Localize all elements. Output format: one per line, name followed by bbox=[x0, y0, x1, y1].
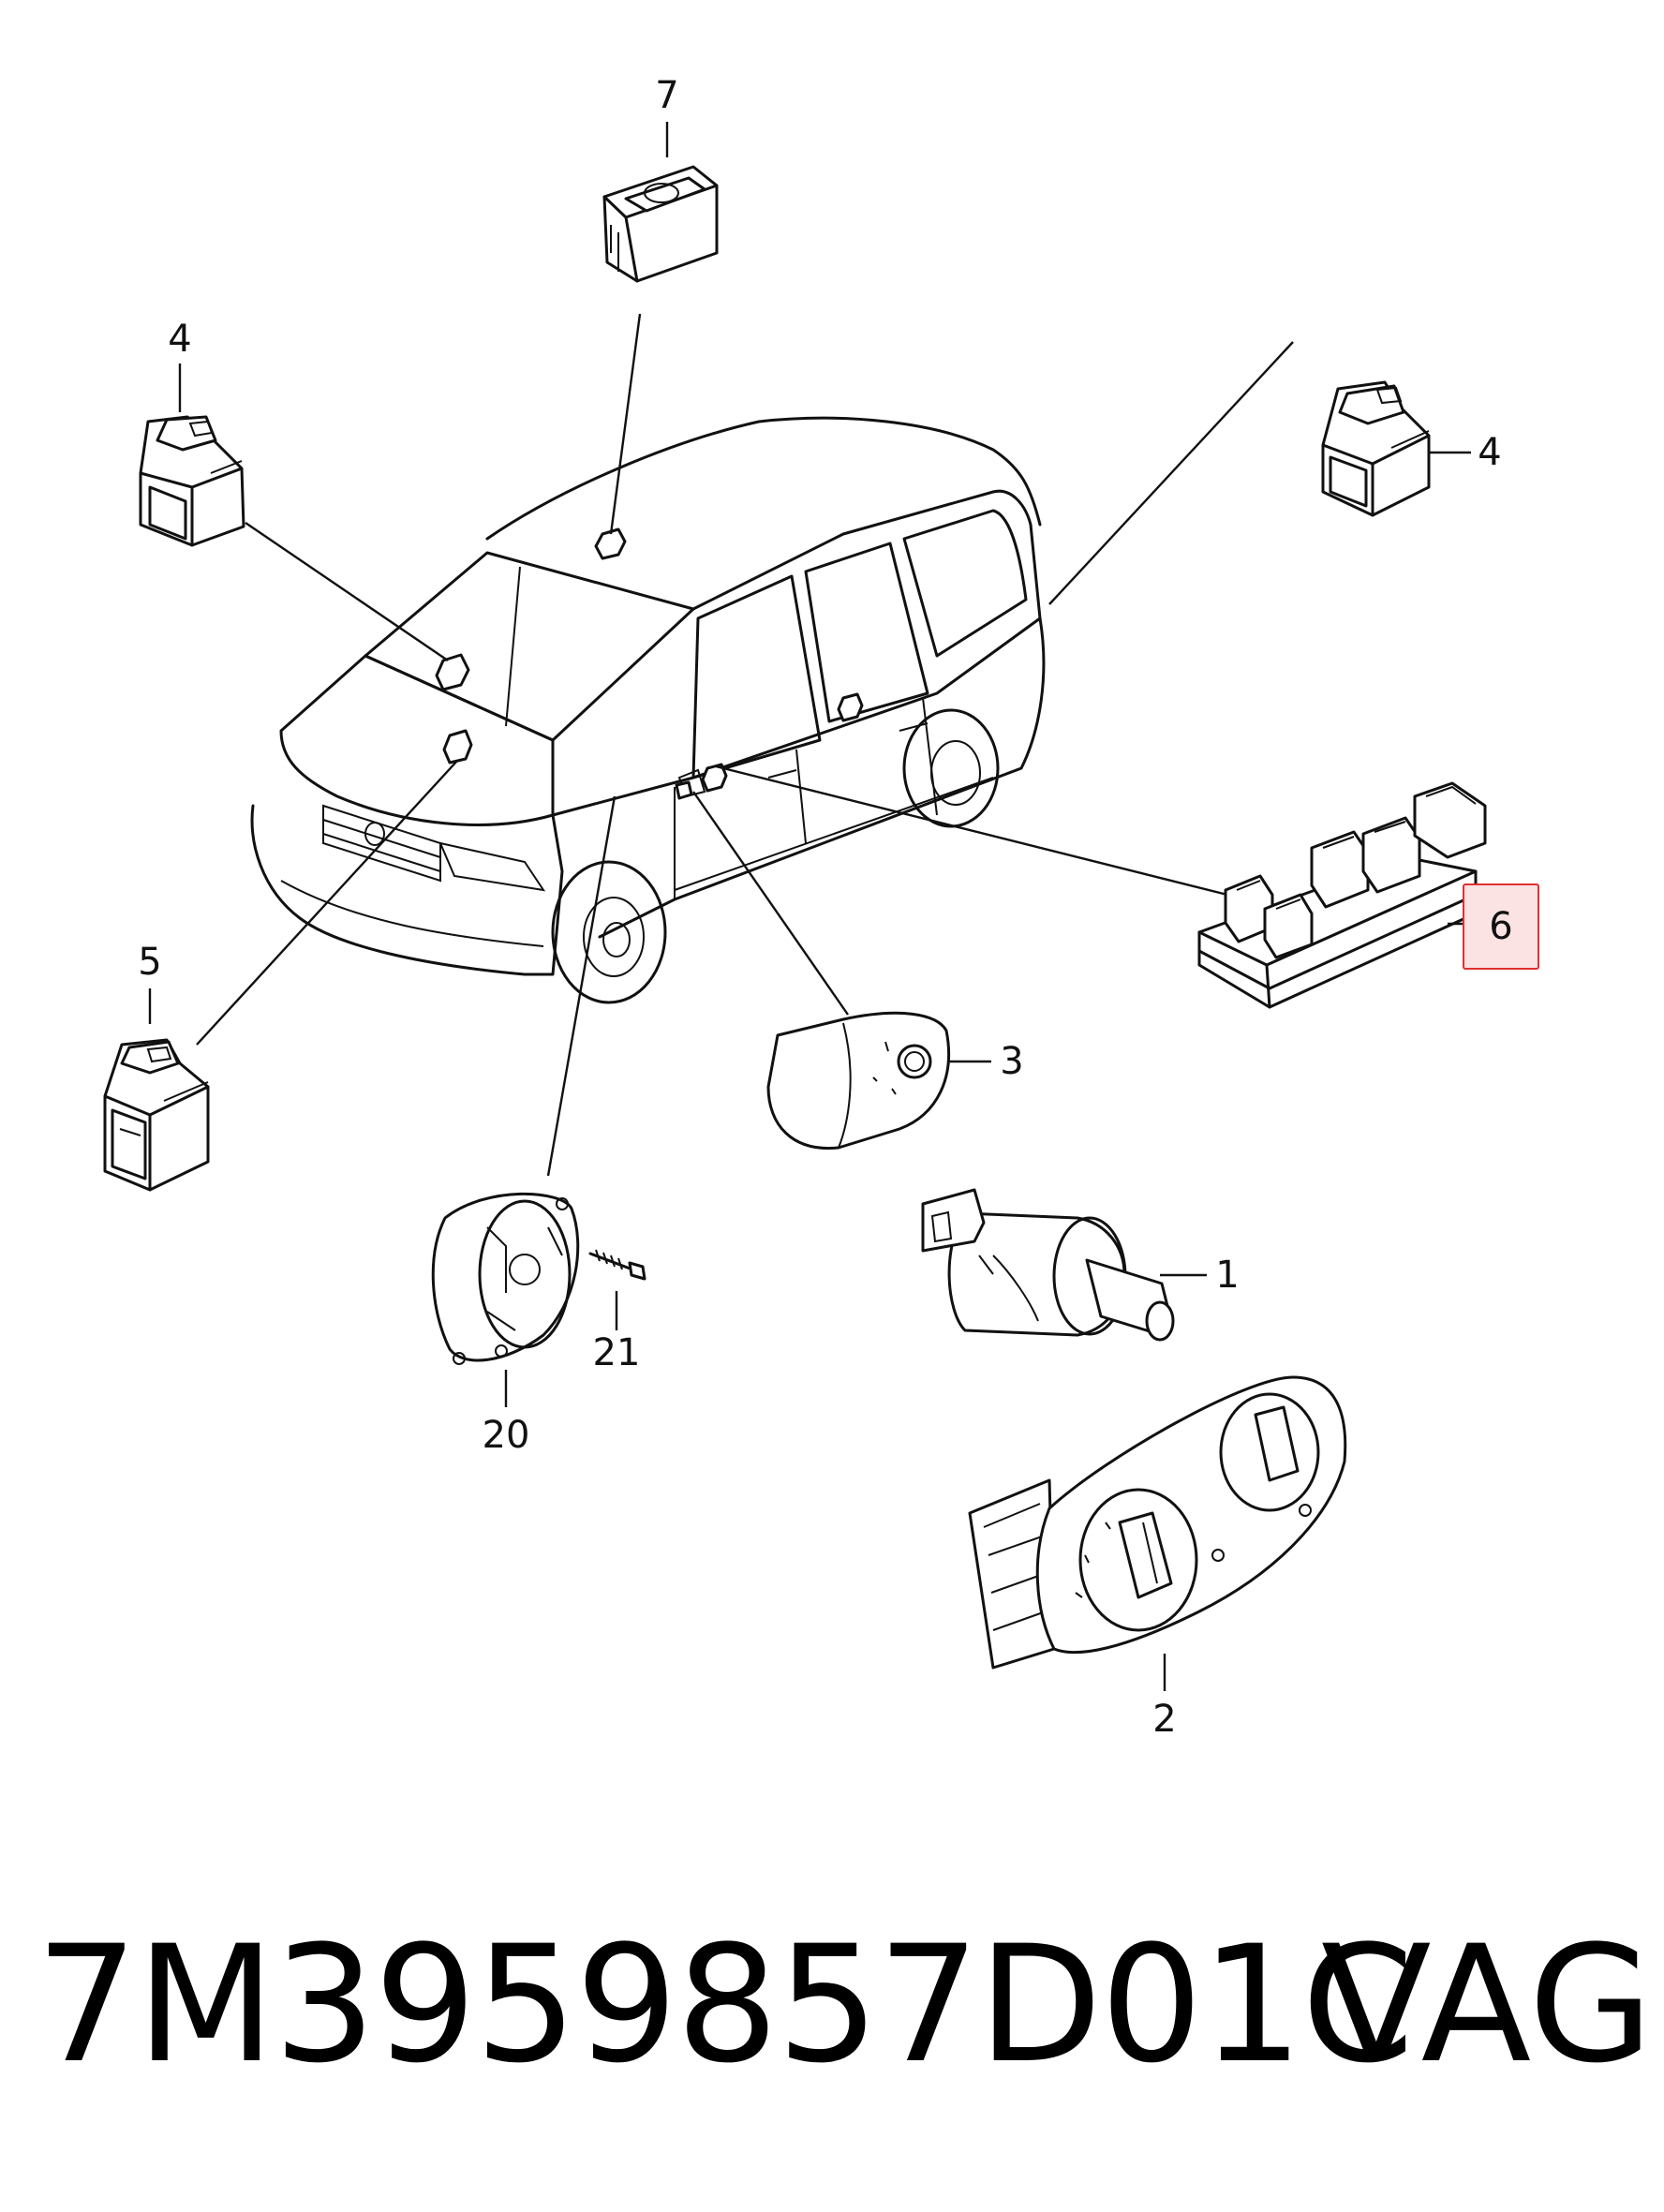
footer: 7M3959857D01C VAG bbox=[0, 1911, 1664, 2099]
part-7-switch bbox=[602, 165, 719, 283]
callout-20: 20 bbox=[483, 1414, 530, 1457]
brand-label: VAG bbox=[1321, 1910, 1654, 2099]
part-6-window-switch bbox=[1197, 781, 1487, 1009]
part-4-right-switch bbox=[1321, 380, 1431, 517]
part-2-light-switch bbox=[968, 1375, 1347, 1670]
marker-door-front bbox=[701, 763, 728, 793]
marker-center bbox=[442, 729, 473, 765]
marker-door-rear bbox=[837, 692, 864, 722]
marker-mirror bbox=[675, 780, 693, 800]
callout-3: 3 bbox=[1000, 1040, 1023, 1083]
part-5-switch bbox=[103, 1038, 210, 1192]
marker-roof bbox=[594, 527, 627, 560]
part-4-left-switch bbox=[139, 415, 245, 547]
parts-diagram: 7 4 4 5 6 3 1 2 20 21 bbox=[103, 74, 1539, 1741]
callout-6-highlight bbox=[1463, 883, 1539, 970]
callout-4-left: 4 bbox=[168, 318, 191, 361]
leader-lines bbox=[148, 122, 1471, 1691]
part-21-bolt bbox=[588, 1249, 646, 1281]
marker-dash bbox=[435, 653, 470, 691]
callout-1: 1 bbox=[1215, 1254, 1239, 1297]
van-illustration bbox=[250, 416, 1046, 1004]
part-20-motor bbox=[431, 1192, 580, 1365]
part-3-mirror-switch bbox=[766, 1011, 951, 1151]
callout-4-right: 4 bbox=[1478, 431, 1501, 474]
callout-5: 5 bbox=[138, 941, 161, 984]
callout-6: 6 bbox=[1489, 905, 1512, 948]
callout-labels: 7 4 4 5 6 3 1 2 20 21 bbox=[138, 74, 1512, 1741]
location-markers bbox=[435, 527, 864, 800]
callout-2: 2 bbox=[1152, 1698, 1176, 1741]
callout-7: 7 bbox=[655, 74, 678, 117]
part-1-switch bbox=[921, 1188, 1175, 1342]
part-number-label: 7M3959857D01C bbox=[36, 1910, 1414, 2099]
callout-21: 21 bbox=[593, 1331, 641, 1374]
